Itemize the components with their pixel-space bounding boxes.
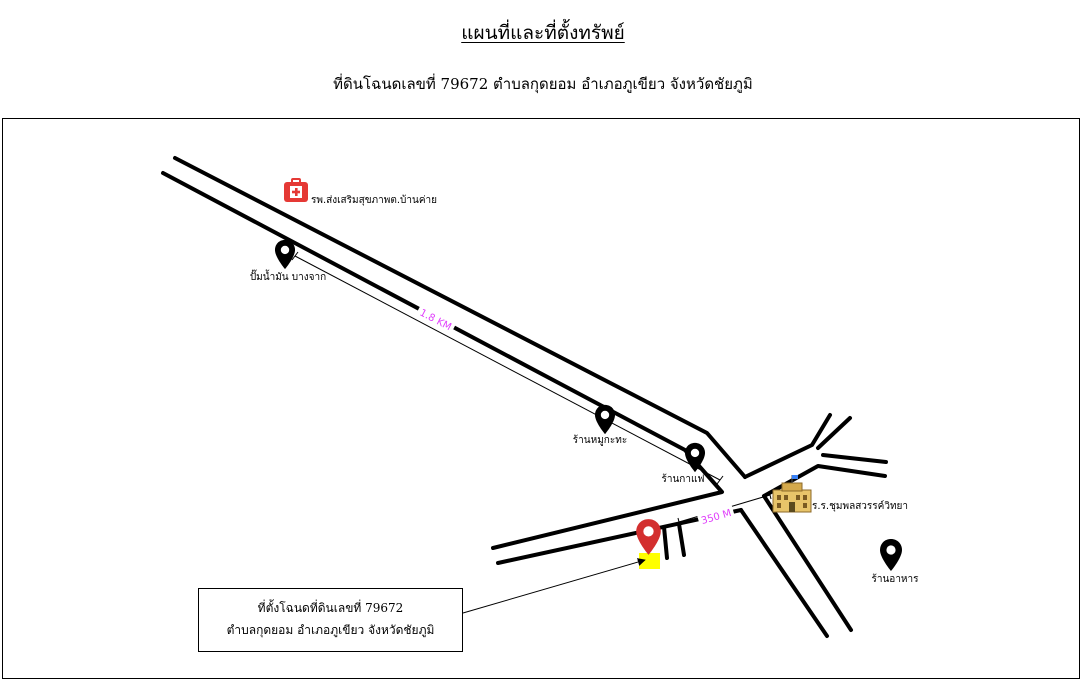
- map-frame: [2, 118, 1080, 679]
- callout-line-2: ตำบลกุดยอม อำเภอภูเขียว จังหวัดชัยภูมิ: [226, 623, 435, 637]
- property-side-road-left: [662, 525, 669, 560]
- northeast-branch-upper: [816, 416, 852, 450]
- property-callout-box: ที่ตั้งโฉนดที่ดินเลขที่ 79672 ตำบลกุดยอม…: [198, 588, 463, 652]
- distance-line-gas-station: [291, 251, 724, 485]
- school-icon: [772, 475, 812, 513]
- hospital-icon: [284, 178, 308, 202]
- southeast-road-west-edge: [739, 508, 829, 638]
- moo-kata-label: ร้านหมูกะทะ: [573, 434, 627, 446]
- main-road-north-edge: [173, 156, 747, 479]
- restaurant-label: ร้านอาหาร: [871, 573, 919, 585]
- callout-line-1: ที่ตั้งโฉนดที่ดินเลขที่ 79672: [257, 601, 404, 615]
- callout-arrow: [462, 558, 646, 614]
- main-road-south-edge: [161, 171, 724, 550]
- restaurant-pin-icon: [880, 539, 902, 571]
- property-side-road-right: [677, 522, 686, 557]
- page-subtitle: ที่ดินโฉนดเลขที่ 79672 ตำบลกุดยอม อำเภอภ…: [333, 75, 753, 93]
- southeast-road-east-edge: [762, 494, 853, 632]
- roads: [161, 156, 888, 638]
- coffee-shop-label: ร้านกาแฟ: [661, 473, 704, 485]
- northeast-road-south-edge: [743, 413, 832, 479]
- moo-kata-pin-icon: [594, 404, 616, 435]
- gas-station-pin-icon: [274, 239, 296, 270]
- gas-station-label: ปั๊มน้ำมัน บางจาก: [250, 269, 326, 283]
- property-pin-icon: [636, 519, 661, 555]
- distance-label-school: 350 M: [700, 508, 733, 527]
- northeast-branch-right: [821, 453, 888, 464]
- hospital-label: รพ.ส่งเสริมสุขภาพต.บ้านค่าย: [311, 194, 437, 206]
- school-label: ร.ร.ชุมพลสวรรค์วิทยา: [812, 500, 908, 512]
- page-title: แผนที่และที่ตั้งทรัพย์: [461, 22, 625, 44]
